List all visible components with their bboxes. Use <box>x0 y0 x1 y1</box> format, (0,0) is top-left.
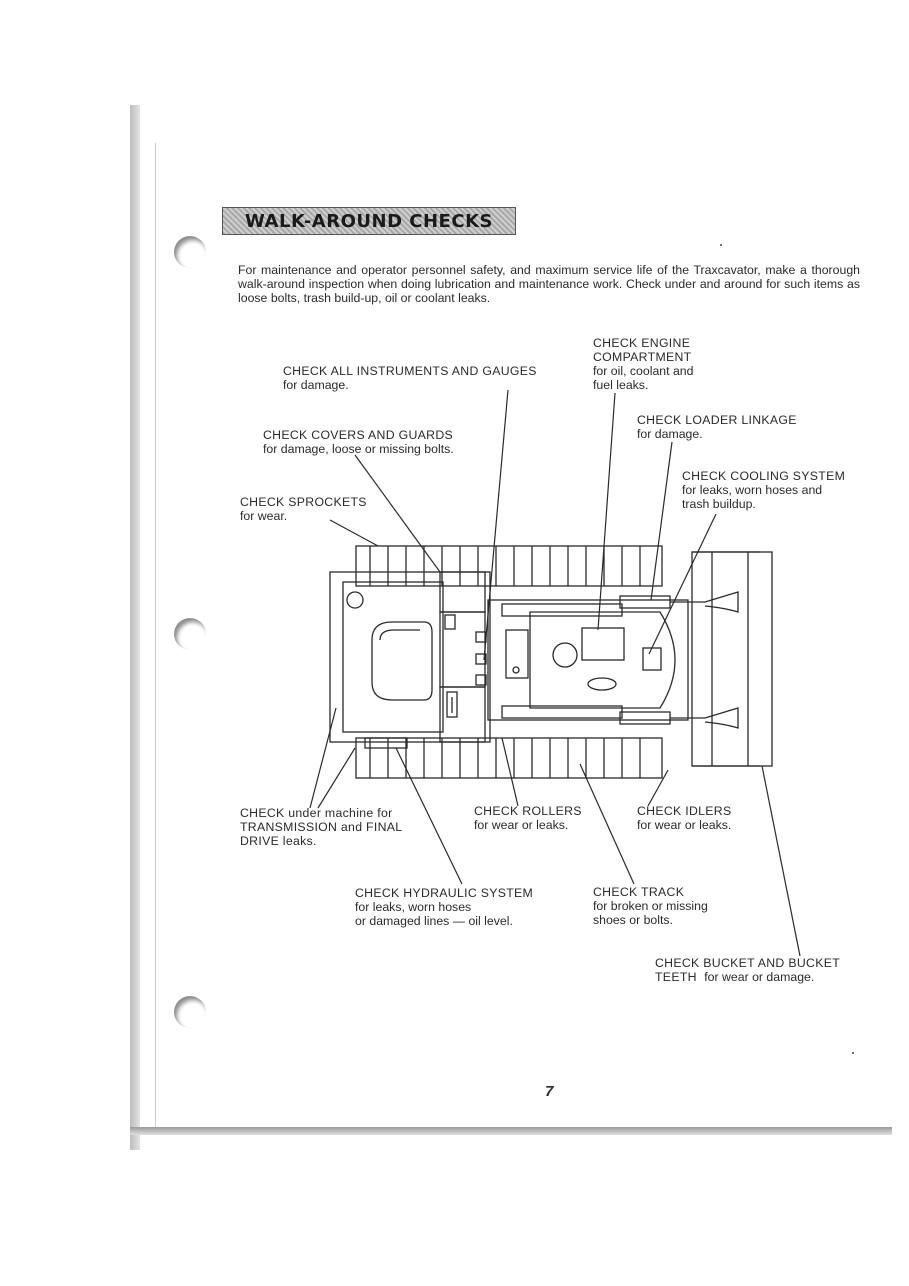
callout-detail-2: fuel leaks. <box>593 378 649 392</box>
callout-heading: CHECK BUCKET AND BUCKET <box>655 956 841 970</box>
scan-edge <box>130 105 140 1150</box>
callout-cooling: CHECK COOLING SYSTEM for leaks, worn hos… <box>682 469 845 511</box>
callout-heading: CHECK LOADER LINKAGE <box>637 413 797 427</box>
speck <box>720 244 722 246</box>
binder-hole-top <box>174 236 206 268</box>
callout-rollers: CHECK ROLLERS for wear or leaks. <box>474 804 582 832</box>
callout-line-3: DRIVE leaks. <box>240 834 317 848</box>
callout-heading-2: COMPARTMENT <box>593 350 692 364</box>
callout-bucket: CHECK BUCKET AND BUCKET TEETH for wear o… <box>655 956 840 984</box>
callout-heading: CHECK TRACK <box>593 885 685 899</box>
callout-heading: CHECK ALL INSTRUMENTS AND GAUGES <box>283 364 537 378</box>
callout-idlers: CHECK IDLERS for wear or leaks. <box>637 804 731 832</box>
callout-hydraulic: CHECK HYDRAULIC SYSTEM for leaks, worn h… <box>355 886 533 928</box>
page-sheet <box>155 143 893 1128</box>
callout-heading: CHECK COOLING SYSTEM <box>682 469 846 483</box>
leader-lines <box>309 389 801 957</box>
callout-under-machine: CHECK under machine for TRANSMISSION and… <box>240 806 402 848</box>
loader-linkage <box>619 591 739 729</box>
callout-loader: CHECK LOADER LINKAGE for damage. <box>637 413 797 441</box>
callout-detail: for damage. <box>283 378 349 392</box>
callout-heading-2: TEETH for wear or damage. <box>655 970 815 984</box>
callout-detail: for wear or damage. <box>704 970 815 984</box>
page-number: 7 <box>545 1083 554 1100</box>
callout-detail: for wear or leaks. <box>637 818 732 832</box>
callout-engine: CHECK ENGINE COMPARTMENT for oil, coolan… <box>593 336 694 392</box>
callout-detail: for wear. <box>240 509 288 523</box>
binder-hole-middle <box>174 618 206 650</box>
bucket <box>691 551 773 767</box>
callout-detail: for damage, loose or missing bolts. <box>263 442 454 456</box>
section-title-band: WALK-AROUND CHECKS <box>222 207 516 235</box>
callout-detail-2: trash buildup. <box>682 497 756 511</box>
operator-compartment <box>329 571 491 749</box>
section-title: WALK-AROUND CHECKS <box>245 210 493 232</box>
callout-heading: CHECK ENGINE <box>593 336 691 350</box>
callout-detail: for oil, coolant and <box>593 364 694 378</box>
callout-heading: CHECK COVERS AND GUARDS <box>263 428 454 442</box>
callout-detail: for damage. <box>637 427 703 441</box>
callout-detail: for wear or leaks. <box>474 818 569 832</box>
lower-track <box>355 737 663 779</box>
callout-heading: CHECK HYDRAULIC SYSTEM <box>355 886 534 900</box>
speck <box>852 1052 854 1054</box>
callout-line-1: CHECK under machine for <box>240 806 393 820</box>
callout-track: CHECK TRACK for broken or missing shoes … <box>593 885 708 927</box>
upper-track <box>355 545 663 587</box>
callout-sprockets: CHECK SPROCKETS for wear. <box>240 495 367 523</box>
callout-instruments: CHECK ALL INSTRUMENTS AND GAUGES for dam… <box>283 364 537 392</box>
callout-detail: for leaks, worn hoses <box>355 900 472 914</box>
engine-frame <box>475 599 689 721</box>
callout-detail: for leaks, worn hoses and <box>682 483 823 497</box>
callout-detail-2: shoes or bolts. <box>593 913 673 927</box>
callout-heading: CHECK IDLERS <box>637 804 732 818</box>
callout-detail: for broken or missing <box>593 899 708 913</box>
binder-hole-bottom <box>174 996 206 1028</box>
callout-detail-2: or damaged lines — oil level. <box>355 914 513 928</box>
scan-edge-bottom <box>130 1127 892 1135</box>
callout-line-2: TRANSMISSION and FINAL <box>240 820 403 834</box>
callout-covers: CHECK COVERS AND GUARDS for damage, loos… <box>263 428 454 456</box>
callout-heading: CHECK ROLLERS <box>474 804 582 818</box>
callout-heading: CHECK SPROCKETS <box>240 495 367 509</box>
intro-paragraph: For maintenance and operator personnel s… <box>238 263 860 305</box>
